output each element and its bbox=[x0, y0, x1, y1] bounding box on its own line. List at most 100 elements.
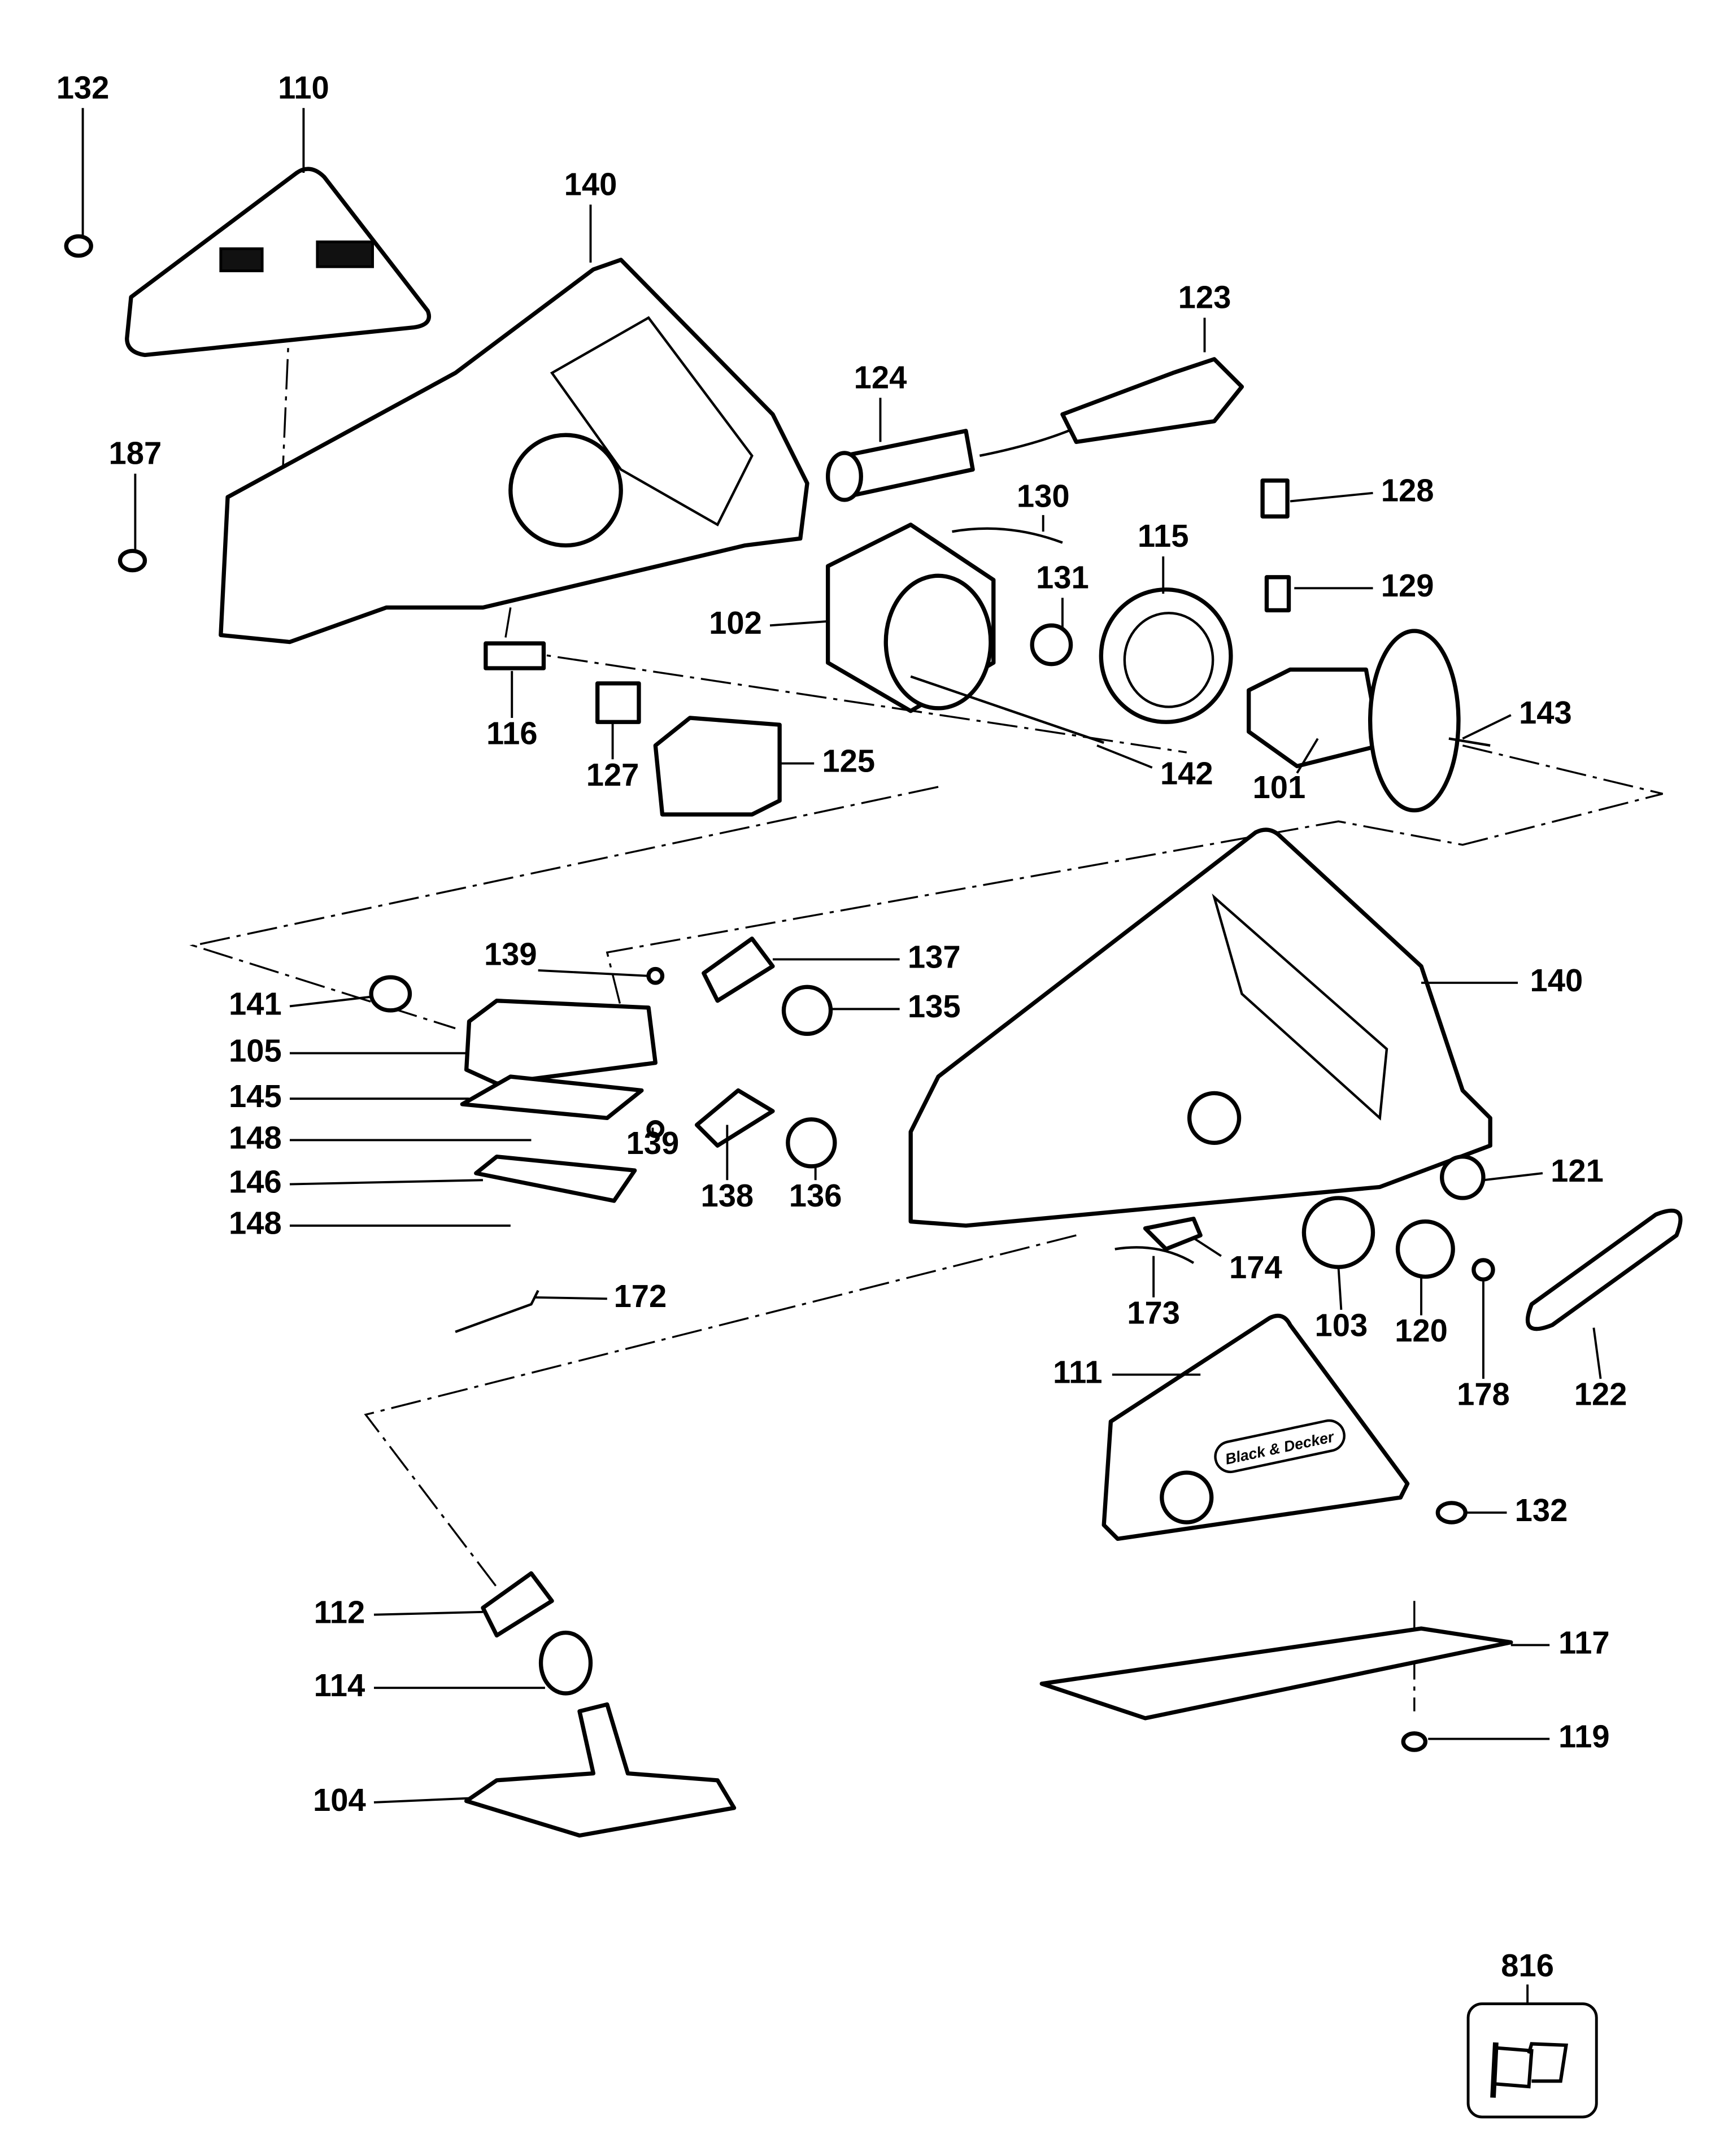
part-number-label: 173 bbox=[1127, 1295, 1180, 1330]
part-number-label: 174 bbox=[1229, 1249, 1282, 1285]
part-callout: 140 bbox=[564, 166, 617, 263]
part-140-housing bbox=[219, 258, 809, 644]
part-number-label: 142 bbox=[1160, 755, 1213, 791]
part-callout: 173 bbox=[1127, 1256, 1180, 1330]
leader-line bbox=[1290, 491, 1373, 503]
part-number-label: 122 bbox=[1574, 1377, 1627, 1412]
leader-line bbox=[1337, 1267, 1343, 1310]
part-number-label: 129 bbox=[1381, 568, 1434, 603]
page-code: 816 bbox=[1501, 1948, 1554, 1983]
part-callout: 148 bbox=[229, 1120, 532, 1155]
part-callout: 130 bbox=[1017, 478, 1070, 532]
part-111-cover bbox=[1102, 1313, 1410, 1541]
part-number-label: 132 bbox=[1515, 1492, 1568, 1528]
part-callout: 137 bbox=[772, 939, 961, 974]
part-number-label: 143 bbox=[1519, 695, 1572, 730]
part-number-label: 103 bbox=[1314, 1307, 1368, 1343]
part-callout: 102 bbox=[709, 605, 828, 641]
part-number-label: 121 bbox=[1551, 1153, 1604, 1188]
part-callout: 132 bbox=[56, 69, 110, 235]
part-number-label: 119 bbox=[1558, 1718, 1610, 1754]
part-number-label: 172 bbox=[614, 1278, 667, 1314]
part-callout: 174 bbox=[1192, 1237, 1282, 1285]
part-callout: 142 bbox=[1096, 744, 1213, 791]
part-125-switch bbox=[653, 716, 782, 817]
part-number-label: 140 bbox=[1530, 962, 1583, 998]
part-callout: 172 bbox=[535, 1278, 667, 1314]
part-number-label: 140 bbox=[564, 166, 617, 202]
part-callout: 122 bbox=[1574, 1327, 1627, 1412]
part-callout: 129 bbox=[1294, 568, 1434, 603]
part-callout: 146 bbox=[229, 1164, 484, 1199]
part-number-label: 104 bbox=[313, 1782, 366, 1818]
part-callout: 187 bbox=[109, 435, 162, 552]
part-labels: 132 110 140 187 124 123 130 128 115 131 102 129 143 1… bbox=[56, 69, 1627, 1817]
part-number-label: 124 bbox=[854, 359, 907, 395]
part-callout: 143 bbox=[1462, 695, 1572, 740]
leader-line bbox=[289, 1179, 484, 1186]
part-callout: 117 bbox=[1510, 1624, 1610, 1660]
part-number-label: 115 bbox=[1138, 518, 1189, 554]
part-callout: 120 bbox=[1395, 1277, 1448, 1348]
part-number-label: 132 bbox=[56, 69, 110, 105]
leader-line bbox=[1296, 738, 1319, 774]
part-callout: 125 bbox=[780, 743, 875, 778]
part-callout: 119 bbox=[1428, 1718, 1610, 1754]
part-number-label: 110 bbox=[278, 69, 329, 105]
parts: Black & Decker bbox=[64, 167, 1683, 1838]
part-number-label: 137 bbox=[908, 939, 961, 974]
part-callout: 103 bbox=[1314, 1267, 1368, 1343]
part-callout: 124 bbox=[854, 359, 907, 442]
part-callout: 123 bbox=[1178, 280, 1231, 352]
part-number-label: 117 bbox=[1558, 1624, 1610, 1660]
leader-line bbox=[1192, 1237, 1222, 1257]
leader-line bbox=[1462, 714, 1512, 740]
leader-line bbox=[769, 620, 828, 627]
part-number-label: 135 bbox=[908, 988, 961, 1024]
part-number-label: 105 bbox=[229, 1033, 282, 1068]
part-number-label: 127 bbox=[586, 757, 639, 792]
part-callout: 178 bbox=[1457, 1279, 1510, 1412]
part-number-label: 138 bbox=[700, 1178, 754, 1213]
part-number-label: 102 bbox=[709, 605, 762, 641]
part-callout: 111 bbox=[1053, 1354, 1201, 1390]
page-code-block: 816 bbox=[1466, 1948, 1598, 2119]
part-101-armature bbox=[1247, 667, 1382, 769]
part-callout: 112 bbox=[314, 1595, 484, 1630]
part-number-label: 130 bbox=[1017, 478, 1070, 513]
part-115-baffle bbox=[1099, 587, 1233, 724]
part-callout: 132 bbox=[1465, 1492, 1568, 1528]
part-number-label: 112 bbox=[314, 1595, 365, 1630]
part-callout: 128 bbox=[1290, 473, 1434, 508]
part-number-label: 139 bbox=[484, 936, 537, 972]
part-number-label: 131 bbox=[1036, 560, 1089, 595]
part-number-label: 148 bbox=[229, 1120, 282, 1155]
part-110-cap bbox=[125, 167, 432, 358]
part-callout: 138 bbox=[700, 1125, 754, 1213]
part-callout: 104 bbox=[313, 1782, 469, 1818]
part-number-label: 146 bbox=[229, 1164, 282, 1199]
part-callout: 139 bbox=[484, 936, 649, 977]
part-callout: 116 bbox=[486, 670, 538, 751]
part-117-base-plate bbox=[1039, 1626, 1513, 1721]
leader-line bbox=[1592, 1327, 1602, 1379]
leader-line bbox=[535, 1296, 607, 1300]
part-callout: 145 bbox=[229, 1078, 469, 1114]
part-callout: 136 bbox=[789, 1166, 842, 1213]
part-number-label: 123 bbox=[1178, 280, 1231, 315]
part-callout: 131 bbox=[1036, 560, 1089, 629]
part-callout: 115 bbox=[1138, 518, 1189, 594]
part-number-label: 120 bbox=[1395, 1313, 1448, 1348]
part-callout: 140 bbox=[1421, 962, 1583, 998]
part-105-cutter bbox=[464, 999, 658, 1086]
part-callout: 127 bbox=[586, 722, 639, 792]
part-number-label: 114 bbox=[314, 1667, 365, 1703]
page-code-box bbox=[1466, 2002, 1598, 2119]
leader-line bbox=[373, 1610, 484, 1616]
leader-line bbox=[289, 995, 373, 1008]
leader-line bbox=[538, 969, 649, 977]
part-number-label: 111 bbox=[1053, 1354, 1103, 1390]
part-callout: 139 bbox=[626, 1125, 680, 1161]
part-number-label: 187 bbox=[109, 435, 162, 471]
leader-line bbox=[1096, 744, 1153, 769]
